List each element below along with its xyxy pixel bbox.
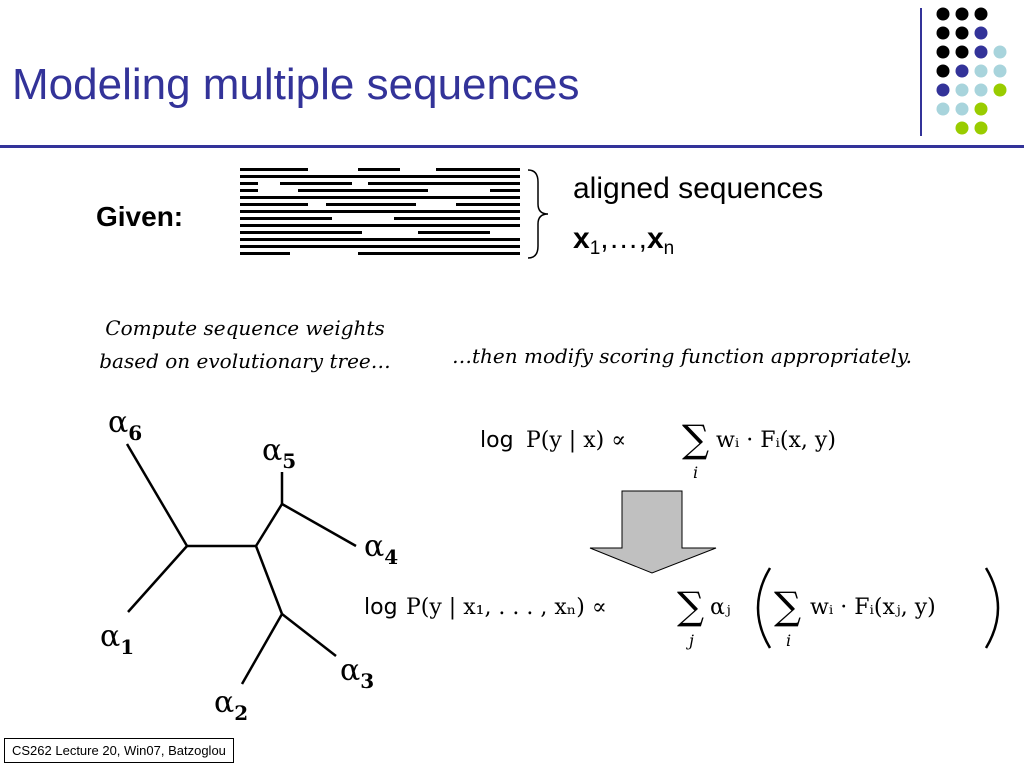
sequence-segment <box>240 168 308 171</box>
left-big-paren <box>756 567 772 649</box>
formula1-lhs: P(y | x) ∝ <box>526 428 626 453</box>
scoring-formula-weighted: log P(y | x₁, . . . , xₙ) ∝ ∑ j αⱼ ∑ i w… <box>364 567 1000 650</box>
formula1-rhs: wᵢ · Fᵢ(x, y) <box>716 428 836 453</box>
sequence-segment <box>298 189 428 192</box>
right-big-paren <box>984 567 1000 649</box>
decorative-dot <box>955 26 969 40</box>
left-caption-line1: Compute sequence weights <box>105 316 385 340</box>
slide-title: Modeling multiple sequences <box>12 60 580 109</box>
sequence-segment <box>280 182 352 185</box>
formula2-inner-index: i <box>786 631 791 650</box>
scoring-formula-single: log P(y | x) ∝ ∑ i wᵢ · Fᵢ(x, y) <box>480 417 836 482</box>
aligned-sequences-graphic <box>240 168 520 255</box>
sequence-segment <box>240 217 332 220</box>
sum-symbol-inner: ∑ <box>774 584 801 628</box>
leaf-label-alpha3: α3 <box>340 653 374 693</box>
decorative-dot <box>974 26 988 40</box>
right-caption: …then modify scoring function appropriat… <box>452 344 912 368</box>
sequence-segment <box>358 252 520 255</box>
left-caption-line2: based on evolutionary tree… <box>99 349 391 373</box>
formula1-sum-index: i <box>693 463 698 482</box>
decorative-dot <box>955 7 969 21</box>
first-subscript: 1 <box>589 238 601 259</box>
sequence-segment <box>326 203 416 206</box>
tree-branches <box>125 443 357 685</box>
decorative-dot <box>955 102 969 116</box>
decorative-dot <box>936 102 950 116</box>
decorative-dot <box>993 83 1007 97</box>
decorative-dot <box>974 45 988 59</box>
leaf-label-alpha4: α4 <box>364 529 398 569</box>
given-label: Given: <box>96 201 184 232</box>
decorative-dot <box>936 7 950 21</box>
sequence-segment <box>436 168 520 171</box>
sum-symbol-outer: ∑ <box>677 584 704 628</box>
sequence-segment <box>418 231 490 234</box>
aligned-sequences-label: aligned sequences <box>573 172 824 205</box>
sequence-segment <box>240 196 520 199</box>
sequence-segment <box>240 203 308 206</box>
sequence-segment <box>240 189 258 192</box>
sequence-segment <box>490 189 520 192</box>
right-brace-icon <box>527 169 549 259</box>
decorative-dot <box>974 102 988 116</box>
sequence-segment <box>240 175 520 178</box>
leaf-label-alpha6: α6 <box>108 405 142 445</box>
decorative-dot <box>974 83 988 97</box>
sum-symbol: ∑ <box>682 417 709 461</box>
decorative-dot <box>936 64 950 78</box>
formula2-inner-rhs: wᵢ · Fᵢ(xⱼ, y) <box>810 595 936 620</box>
sequence-segment <box>240 210 520 213</box>
title-divider <box>0 145 1024 148</box>
sequence-segment <box>394 217 520 220</box>
notation-separator: ,…, <box>600 222 647 255</box>
leaf-label-alpha1: α1 <box>100 619 134 659</box>
left-caption: Compute sequence weights based on evolut… <box>86 312 404 378</box>
leaf-label-alpha2: α2 <box>214 685 248 725</box>
footer-citation: CS262 Lecture 20, Win07, Batzoglou <box>4 738 234 763</box>
decorative-dot <box>955 83 969 97</box>
x-symbol-last: x <box>646 222 664 255</box>
decoration-vertical-line <box>920 8 922 136</box>
decorative-dot <box>974 121 988 135</box>
decorative-dot-grid <box>936 7 1007 135</box>
decorative-dot <box>955 121 969 135</box>
decorative-dot <box>936 26 950 40</box>
x-symbol: x <box>573 222 590 255</box>
formula2-outer-weight: αⱼ <box>710 595 731 620</box>
formula2-lhs: P(y | x₁, . . . , xₙ) ∝ <box>406 595 607 620</box>
down-arrow-icon <box>589 490 717 574</box>
decorative-dot <box>993 64 1007 78</box>
evolutionary-tree: α6 α5 α4 α1 α3 α2 <box>100 405 398 725</box>
sequence-segment <box>358 168 400 171</box>
sequence-segment <box>240 231 362 234</box>
decorative-dot <box>974 64 988 78</box>
log-word: log <box>364 595 398 620</box>
decorative-dot <box>993 45 1007 59</box>
sequence-segment <box>240 252 290 255</box>
leaf-label-alpha5: α5 <box>262 433 296 473</box>
decorative-dot <box>936 45 950 59</box>
sequence-segment <box>240 238 520 241</box>
decorative-dot <box>936 83 950 97</box>
sequence-notation: x1,…,xn <box>573 222 674 260</box>
sequence-segment <box>240 245 520 248</box>
log-word: log <box>480 428 514 453</box>
decorative-dot <box>974 7 988 21</box>
last-subscript: n <box>663 238 675 259</box>
sequence-segment <box>240 182 258 185</box>
decorative-dot <box>955 64 969 78</box>
sequence-segment <box>368 182 520 185</box>
decorative-dot <box>955 45 969 59</box>
formula2-outer-index: j <box>686 631 694 650</box>
sequence-segment <box>240 224 520 227</box>
sequence-segment <box>456 203 520 206</box>
